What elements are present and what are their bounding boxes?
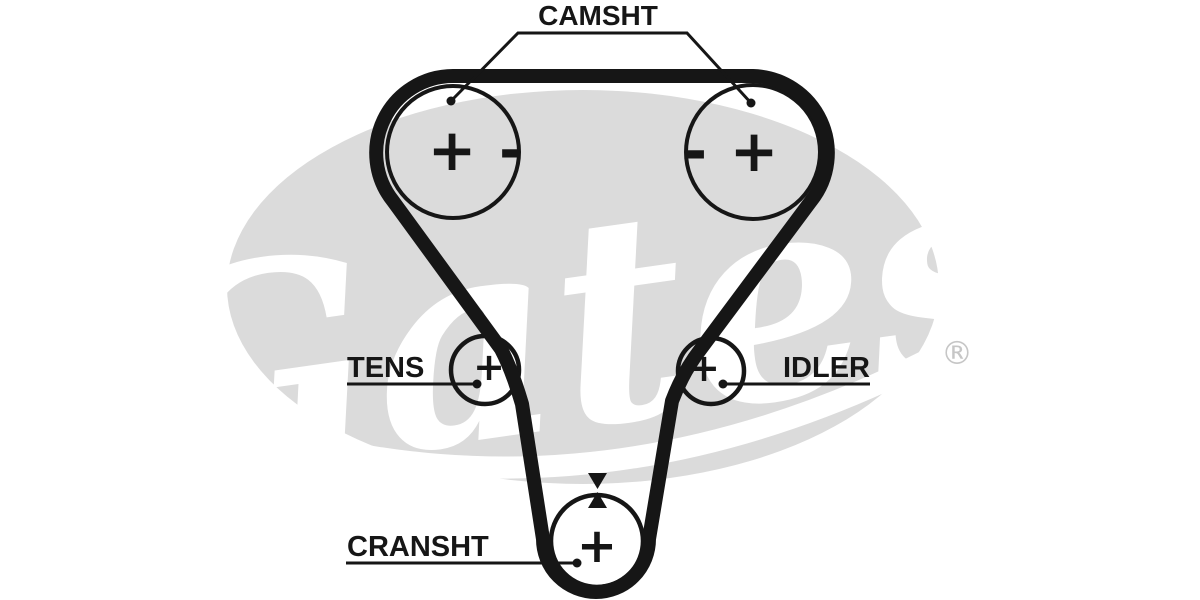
timing-arrow-up-icon <box>588 492 607 508</box>
timing-belt-path <box>369 69 835 599</box>
timing-arrow-down-icon <box>588 473 607 489</box>
gates-script-logo: Gates <box>108 97 1047 554</box>
crankshaft-plus-mark: + <box>577 518 617 574</box>
registered-trademark-icon: ® <box>941 334 973 372</box>
camshaft-bracket-line <box>449 31 753 105</box>
idler-label: IDLER <box>783 352 870 384</box>
left-camshaft-leader-dot <box>446 96 456 106</box>
tensioner-plus-mark: + <box>473 345 505 389</box>
left-camshaft-pulley <box>385 84 521 220</box>
crankshaft-label: CRANSHT <box>347 531 489 563</box>
tensioner-leader-dot <box>472 379 482 389</box>
right-cam-plus-mark: + <box>730 117 779 185</box>
left-cam-minus-mark: - <box>499 116 523 184</box>
tensioner-callout: TENS <box>347 352 482 389</box>
left-cam-plus-mark: + <box>428 116 477 184</box>
tensioner-label: TENS <box>347 352 424 384</box>
watermark-swash <box>289 349 939 479</box>
right-camshaft-pulley <box>684 83 822 221</box>
camshaft-label: CAMSHT <box>538 0 658 31</box>
right-cam-minus-mark: - <box>683 117 707 185</box>
crankshaft-leader-dot <box>572 558 582 568</box>
crankshaft-callout: CRANSHT <box>346 531 582 568</box>
crankshaft-timing-marks <box>588 473 607 508</box>
right-camshaft-leader-dot <box>746 98 756 108</box>
idler-callout: IDLER <box>718 352 870 389</box>
gates-watermark: Gates ® <box>108 90 1047 554</box>
idler-leader-dot <box>718 379 728 389</box>
camshaft-callout: CAMSHT <box>446 0 756 108</box>
idler-plus-mark: + <box>688 346 720 390</box>
pulley-marks: + - - + + + + <box>428 116 779 574</box>
